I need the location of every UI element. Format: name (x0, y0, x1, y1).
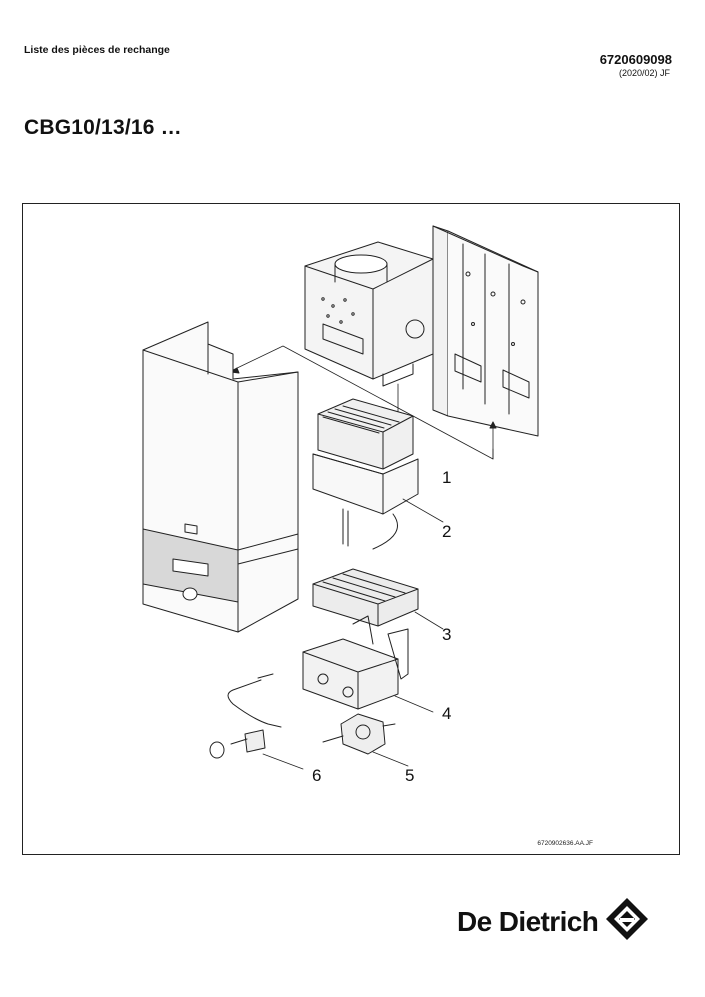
callout-4: 4 (442, 704, 452, 723)
figure-reference: 6720902636.AA.JF (537, 840, 593, 847)
mounting-frame-part (432, 225, 539, 437)
burner-part (312, 568, 419, 627)
brand-name: De Dietrich (457, 905, 599, 937)
callout-5: 5 (405, 766, 415, 785)
draft-hood-part (304, 241, 434, 387)
exploded-view-figure: 1 2 3 4 5 6 6720902636.AA.JF (22, 203, 680, 855)
callout-6: 6 (312, 766, 322, 785)
document-date: (2020/02) JF (618, 68, 670, 78)
document-type-label: Liste des pièces de rechange (24, 44, 170, 56)
water-valve-part (322, 713, 396, 755)
gas-valve-part (302, 615, 409, 710)
callout-1: 1 (442, 468, 452, 487)
page-title: CBG10/13/16 … (24, 116, 182, 139)
de-dietrich-diamond-logo-icon (604, 896, 650, 947)
callout-2: 2 (442, 522, 452, 541)
callout-3: 3 (442, 625, 452, 644)
casing-part (142, 321, 299, 633)
heat-exchanger-part (312, 398, 419, 550)
document-number: 6720609098 (599, 52, 672, 67)
ignition-electrode-part (209, 673, 282, 759)
brand-block: De Dietrich (457, 896, 650, 947)
exploded-view-drawing (142, 225, 539, 770)
